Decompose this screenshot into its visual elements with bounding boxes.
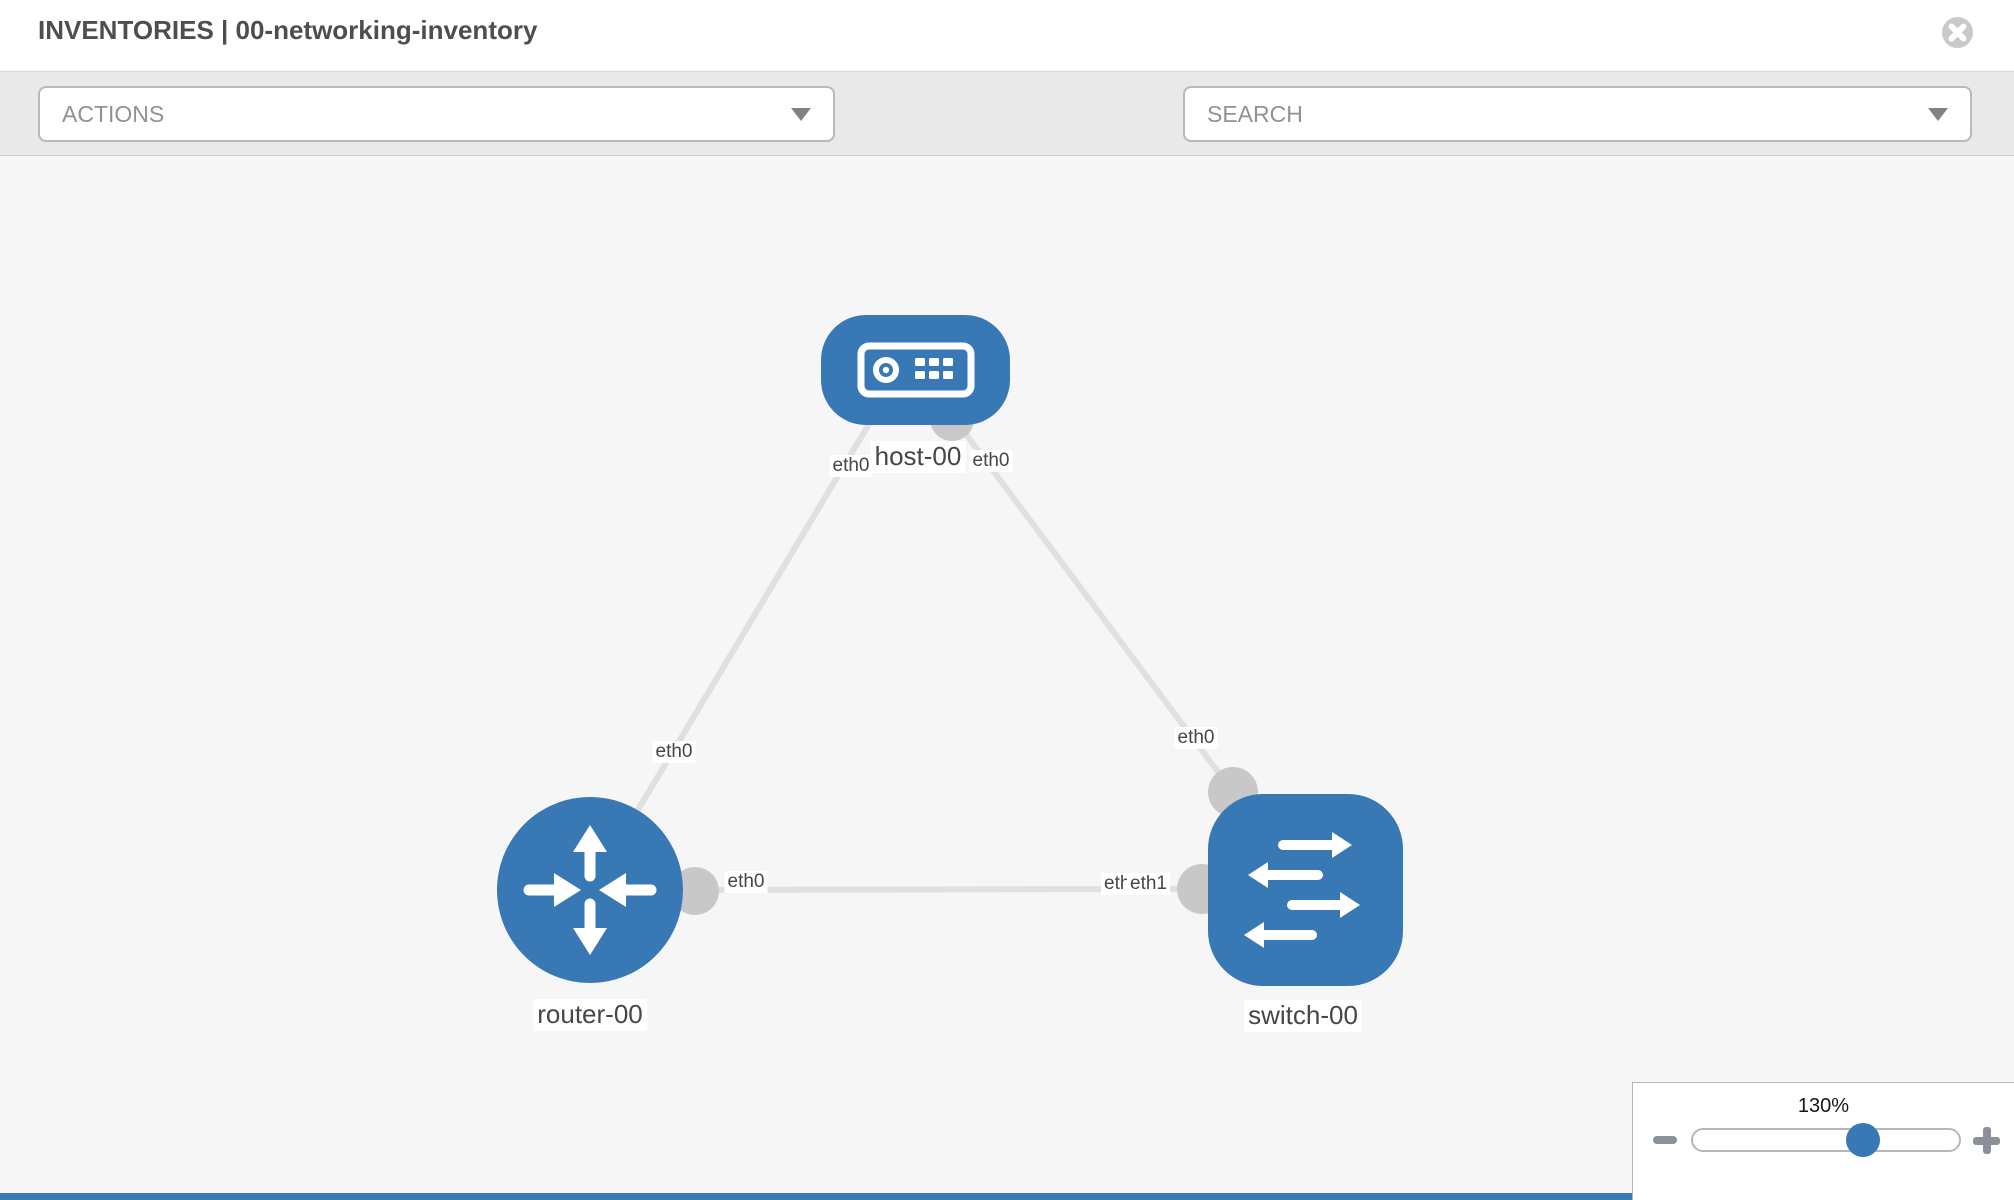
- topology-canvas[interactable]: eth0 host-00 eth0 eth0 eth0 eth0 eth0 et…: [0, 156, 2014, 1200]
- zoom-slider-thumb[interactable]: [1846, 1123, 1880, 1157]
- node-label-router: router-00: [533, 999, 647, 1031]
- host-icon: [857, 342, 975, 398]
- chevron-down-icon: [1928, 107, 1948, 121]
- interface-label: eth0: [969, 450, 1013, 472]
- x-circle-icon: [1942, 17, 1973, 48]
- zoom-level-value: 130%: [1797, 1095, 1850, 1117]
- zoom-control-panel: 130%: [1632, 1082, 2014, 1200]
- close-button[interactable]: [1941, 16, 1974, 49]
- node-label-host: host-00: [870, 441, 966, 473]
- actions-dropdown[interactable]: ACTIONS: [38, 86, 835, 142]
- interface-point-router-eth0[interactable]: [671, 867, 719, 915]
- bottom-panel-edge: [0, 1193, 1632, 1200]
- switch-icon: [1244, 832, 1360, 948]
- actions-dropdown-label: ACTIONS: [62, 100, 165, 127]
- search-dropdown-label: SEARCH: [1207, 100, 1303, 127]
- zoom-slider-track[interactable]: [1691, 1128, 1961, 1152]
- node-host-00[interactable]: [821, 315, 1010, 425]
- search-dropdown[interactable]: SEARCH: [1183, 86, 1972, 142]
- interface-label: eth1: [1127, 873, 1170, 895]
- plus-icon[interactable]: [1973, 1127, 2000, 1154]
- chevron-down-icon: [791, 107, 811, 121]
- node-switch-00[interactable]: [1208, 794, 1403, 986]
- minus-icon[interactable]: [1653, 1136, 1677, 1144]
- router-icon: [523, 825, 657, 955]
- node-label-switch: switch-00: [1244, 1000, 1362, 1032]
- title-bar: INVENTORIES | 00-networking-inventory: [0, 0, 2014, 72]
- interface-label: eth0: [724, 871, 768, 893]
- interface-label: eth0: [652, 741, 696, 763]
- interface-label: eth0: [1174, 727, 1218, 749]
- interface-label: eth0: [829, 455, 873, 477]
- toolbar: ACTIONS SEARCH: [0, 72, 2014, 205]
- node-router-00[interactable]: [497, 797, 683, 983]
- page-title: INVENTORIES | 00-networking-inventory: [38, 15, 538, 45]
